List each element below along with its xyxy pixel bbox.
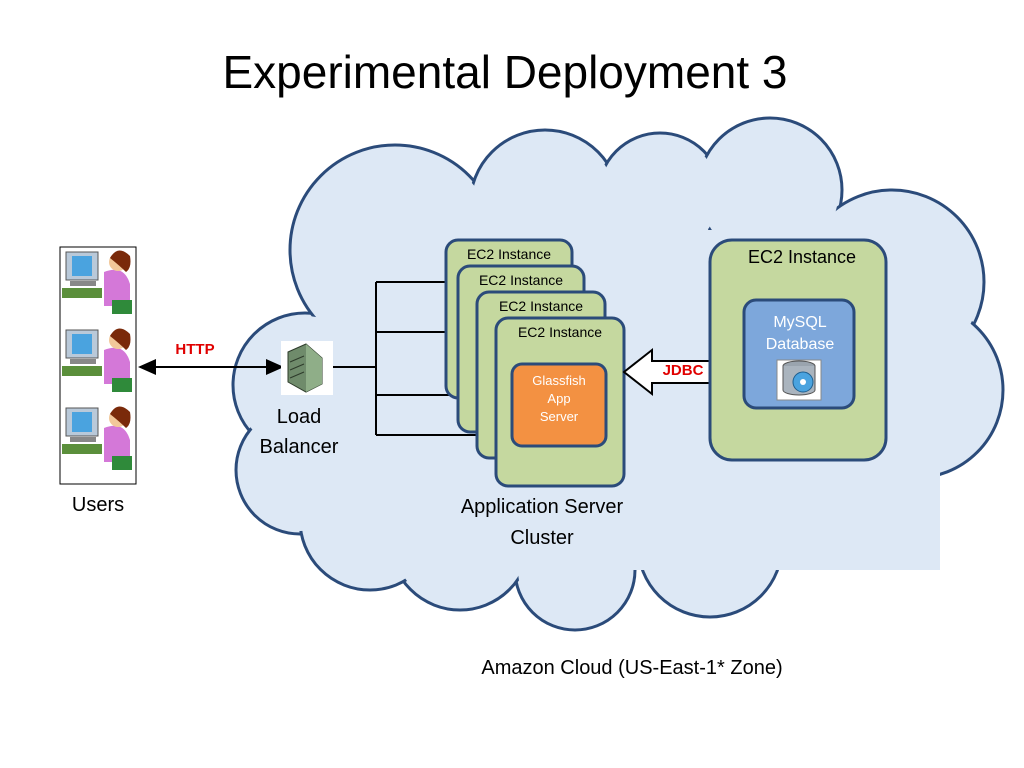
load-balancer-label-line2: Balancer xyxy=(259,436,339,458)
app-server-line2: App xyxy=(547,391,571,406)
mysql-database-box xyxy=(742,298,856,410)
mysql-label-line2: Database xyxy=(765,336,835,353)
user-figure-1-icon xyxy=(62,250,132,314)
ec2-instance-label: EC2 Instance xyxy=(478,272,564,288)
cluster-label-line1: Application Server xyxy=(460,496,624,518)
jdbc-label: JDBC xyxy=(662,362,704,379)
database-icon xyxy=(776,359,822,401)
cluster-label-line2: Cluster xyxy=(510,527,574,549)
ec2-instance-label: EC2 Instance xyxy=(466,246,552,262)
load-balancer-label: Load Balancer xyxy=(238,402,360,462)
load-balancer-label-line1: Load xyxy=(276,406,322,428)
ec2-instance-label: EC2 Instance xyxy=(517,324,603,340)
amazon-cloud-label: Amazon Cloud (US-East-1* Zone) xyxy=(481,657,783,679)
mysql-database-label: MySQL Database xyxy=(744,312,856,356)
page-title: Experimental Deployment 3 xyxy=(222,46,788,98)
mysql-label-line1: MySQL xyxy=(773,314,827,331)
user-figure-3-icon xyxy=(62,406,132,470)
user-figure-2-icon xyxy=(62,328,132,392)
app-server-line3: Server xyxy=(539,409,579,424)
app-server-line1: Glassfish xyxy=(532,373,586,388)
ec2-instance-label: EC2 Instance xyxy=(498,298,584,314)
load-balancer-connectors xyxy=(333,281,496,436)
glassfish-app-server-box xyxy=(510,362,608,448)
users-label: Users xyxy=(71,494,125,516)
http-label: HTTP xyxy=(175,341,215,358)
users-icon xyxy=(59,246,137,485)
load-balancer-icon xyxy=(281,341,333,395)
glassfish-app-server-label: Glassfish App Server xyxy=(512,372,606,426)
app-server-cluster-label: Application Server Cluster xyxy=(430,492,654,554)
db-ec2-instance-label: EC2 Instance xyxy=(747,247,857,267)
